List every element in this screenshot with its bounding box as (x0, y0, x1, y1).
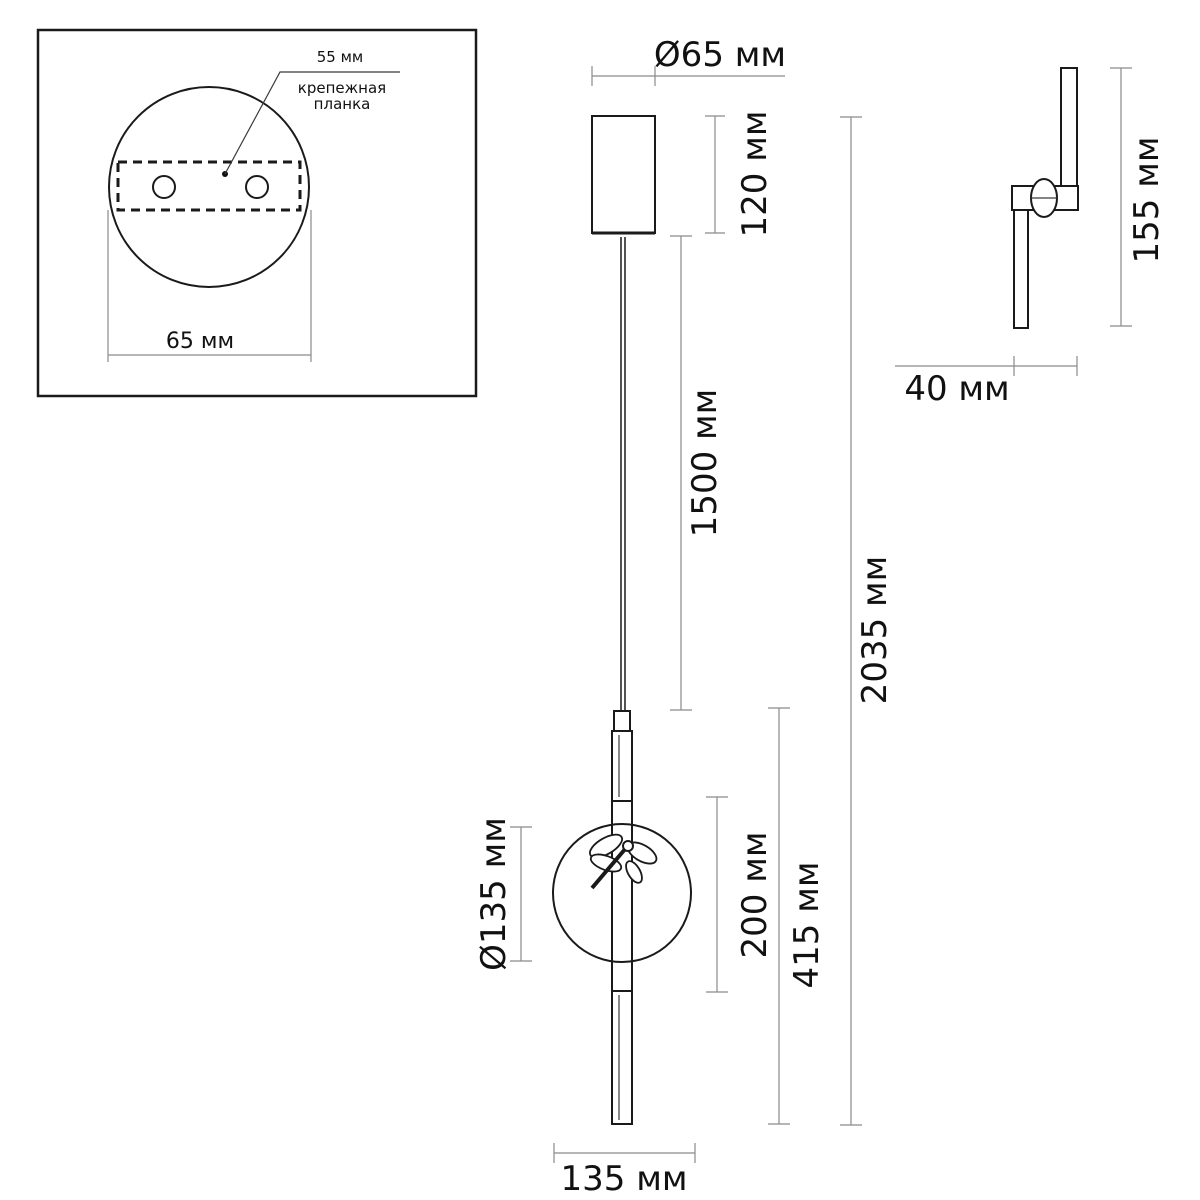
side-depth-label: 40 мм (904, 369, 1009, 409)
bracket-name-line1: крепежная (298, 79, 386, 97)
dragonfly-wing-lower-right (625, 860, 643, 884)
front-view: Ø65 мм 120 мм 1500 мм 2035 мм (474, 35, 895, 1199)
canopy-diameter-label: Ø65 мм (654, 35, 786, 75)
bracket-width-label: 55 мм (317, 48, 364, 66)
canopy-height-label: 120 мм (735, 110, 775, 237)
canopy-body (591, 115, 656, 234)
cable-length-label: 1500 мм (685, 389, 725, 538)
fixture-height-label: 415 мм (787, 861, 827, 988)
mounting-detail-inset: 55 мм крепежная планка 65 мм (36, 28, 478, 398)
rod-connector (613, 710, 631, 732)
dragonfly-body (590, 846, 628, 890)
total-height-label: 2035 мм (855, 556, 895, 705)
dragonfly-wing-upper-left (589, 833, 623, 859)
mounting-hole-right (245, 175, 269, 199)
glass-disc (552, 823, 692, 963)
disc-height-label: 200 мм (735, 831, 775, 958)
bracket-leader-line (224, 71, 400, 175)
rod-upper-tube (611, 730, 633, 802)
rod-lower-tube (611, 990, 633, 1125)
canopy-circle (108, 86, 310, 288)
mounting-hole-left (152, 175, 176, 199)
disc-diameter-label: Ø135 мм (474, 817, 514, 971)
side-height-label: 155 мм (1127, 136, 1167, 263)
inset-frame (36, 28, 478, 398)
dragonfly-head (622, 840, 634, 852)
mounting-bracket-dashed (116, 160, 302, 212)
canopy-width-label: 65 мм (166, 329, 234, 354)
side-view: 155 мм 40 мм (895, 67, 1167, 409)
bracket-name-line2: планка (314, 95, 371, 113)
fixture-width-label: 135 мм (560, 1159, 687, 1199)
dragonfly-wing-lower-left (589, 853, 623, 873)
dragonfly-decoration (589, 833, 658, 890)
